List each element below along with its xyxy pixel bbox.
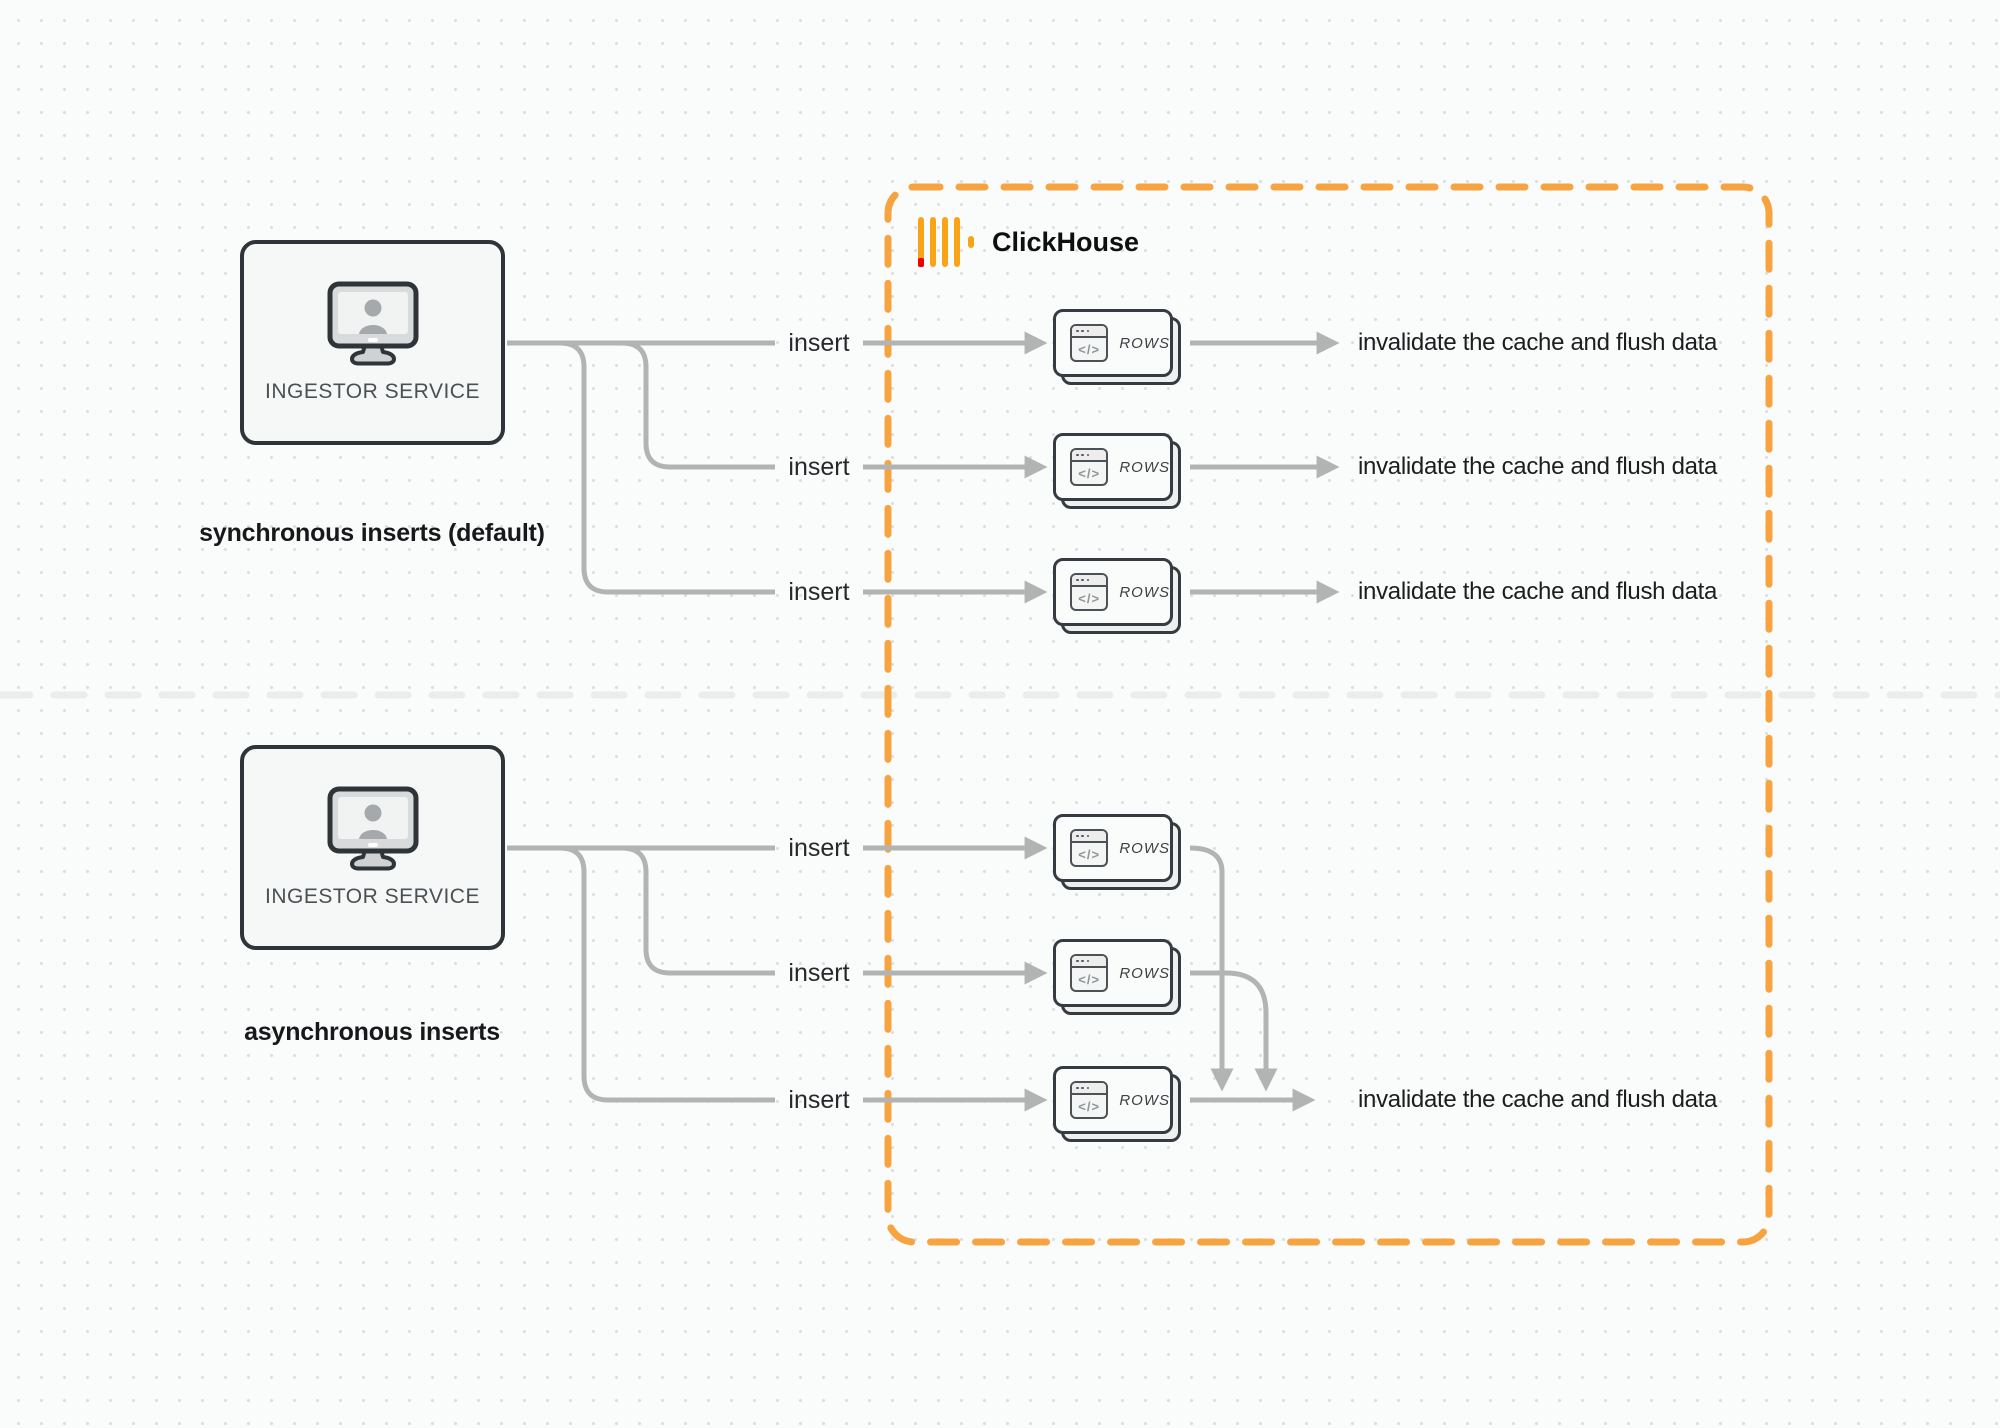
rows-card-front: </> ROWS xyxy=(1053,814,1173,882)
rows-card: </> ROWS xyxy=(1053,1066,1181,1142)
ingestor-service-node-sync: INGESTOR SERVICE xyxy=(240,240,505,445)
sync-section-label: synchronous inserts (default) xyxy=(199,519,545,547)
invalidate-label: invalidate the cache and flush data xyxy=(1358,1086,1718,1113)
code-glyph: </> xyxy=(1078,342,1101,357)
rows-card: </> ROWS xyxy=(1053,558,1181,634)
clickhouse-boundary xyxy=(884,183,1773,1246)
code-window-titlebar xyxy=(1072,575,1107,587)
code-glyph: </> xyxy=(1078,972,1101,987)
rows-card-front: </> ROWS xyxy=(1053,433,1173,501)
rows-card-front: </> ROWS xyxy=(1053,309,1173,377)
code-glyph: </> xyxy=(1078,466,1101,481)
code-glyph: </> xyxy=(1078,847,1101,862)
async-branch-row2 xyxy=(621,845,775,976)
insert-label: insert xyxy=(788,329,850,357)
code-window-titlebar xyxy=(1072,450,1107,462)
sync-branch-row3 xyxy=(559,340,775,595)
code-window-titlebar xyxy=(1072,956,1107,968)
invalidate-label: invalidate the cache and flush data xyxy=(1358,329,1718,356)
rows-card-front: </> ROWS xyxy=(1053,558,1173,626)
rows-card-front: </> ROWS xyxy=(1053,1066,1173,1134)
rows-label: ROWS xyxy=(1119,458,1170,476)
rows-card-front: </> ROWS xyxy=(1053,939,1173,1007)
clickhouse-header: ClickHouse xyxy=(918,214,1139,270)
clickhouse-title: ClickHouse xyxy=(992,226,1140,257)
async-section-label: asynchronous inserts xyxy=(244,1018,500,1046)
clickhouse-logo-red-pixel xyxy=(918,258,924,267)
rows-card: </> ROWS xyxy=(1053,309,1181,385)
insert-label: insert xyxy=(788,453,850,481)
async-branch-row3 xyxy=(559,845,775,1103)
invalidate-label: invalidate the cache and flush data xyxy=(1358,578,1718,605)
ingestor-service-label: INGESTOR SERVICE xyxy=(265,885,480,908)
insert-label: insert xyxy=(788,959,850,987)
code-window-titlebar xyxy=(1072,1083,1107,1095)
ingestor-service-node-async: INGESTOR SERVICE xyxy=(240,745,505,950)
code-glyph: </> xyxy=(1078,1099,1101,1114)
sync-connectors xyxy=(507,331,1340,604)
async-connectors xyxy=(507,836,1316,1112)
code-window-icon: </> xyxy=(1070,573,1109,611)
rows-card: </> ROWS xyxy=(1053,939,1181,1015)
rows-card: </> ROWS xyxy=(1053,814,1181,890)
code-window-icon: </> xyxy=(1070,829,1109,867)
monitor-user-icon xyxy=(327,281,418,366)
invalidate-label: invalidate the cache and flush data xyxy=(1358,453,1718,480)
code-window-titlebar xyxy=(1072,326,1107,338)
rows-label: ROWS xyxy=(1119,964,1170,982)
rows-label: ROWS xyxy=(1119,583,1170,601)
insert-label: insert xyxy=(788,578,850,606)
async-merge-arrow-1 xyxy=(1189,845,1234,1092)
code-glyph: </> xyxy=(1078,591,1101,606)
insert-label: insert xyxy=(788,834,850,862)
code-window-icon: </> xyxy=(1070,324,1109,362)
rows-label: ROWS xyxy=(1119,334,1170,352)
clickhouse-logo-icon xyxy=(918,217,974,267)
rows-label: ROWS xyxy=(1119,1091,1170,1109)
code-window-icon: </> xyxy=(1070,1081,1109,1119)
insert-label: insert xyxy=(788,1086,850,1114)
rows-label: ROWS xyxy=(1119,839,1170,857)
ingestor-service-label: INGESTOR SERVICE xyxy=(265,380,480,403)
monitor-user-icon xyxy=(327,786,418,871)
code-window-icon: </> xyxy=(1070,954,1109,992)
code-window-icon: </> xyxy=(1070,448,1109,486)
code-window-titlebar xyxy=(1072,831,1107,843)
async-merge-arrow-2 xyxy=(1190,970,1278,1092)
sync-branch-row2 xyxy=(621,340,775,470)
rows-card: </> ROWS xyxy=(1053,433,1181,509)
